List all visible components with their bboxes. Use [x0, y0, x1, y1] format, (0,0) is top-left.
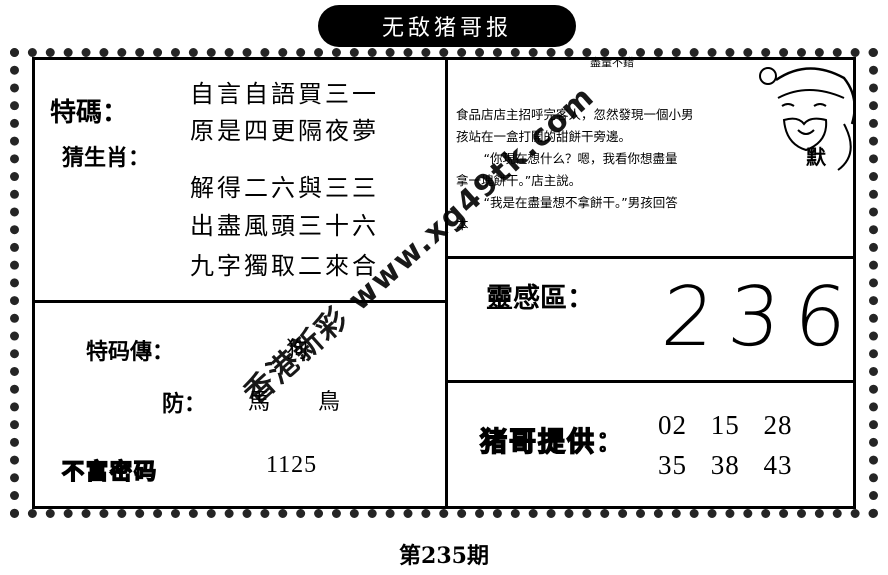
provider-number: 38 — [710, 450, 740, 480]
main-frame — [32, 57, 856, 509]
right-divider-upper — [445, 256, 856, 259]
provider-number: 28 — [763, 410, 793, 440]
budang-label: 不富密码 — [61, 459, 159, 486]
fang-extra: 鳥 — [318, 390, 344, 415]
story-line-1: 食品店店主招呼完客人，忽然發現一個小男 — [456, 107, 694, 122]
verse-line-1: 自言自語買三一 — [190, 80, 379, 108]
verse-line-5: 九字獨取二來合 — [190, 252, 379, 280]
verse-line-3: 解得二六與三三 — [190, 174, 379, 202]
story-line-4: 拿一塊餅干。”店主說。 — [456, 173, 582, 188]
cartoon-label: 默 — [806, 145, 827, 169]
story-text: 食品店店主招呼完客人，忽然發現一個小男 孩站在一盒打開的甜餅干旁邊。 “你現在想… — [456, 104, 776, 236]
story-title: 盡量不錯 — [590, 56, 634, 69]
right-divider-lower — [445, 380, 856, 383]
tema-chuan-label: 特码傳： — [86, 340, 175, 365]
provider-number: 35 — [658, 450, 687, 480]
provider-row-2: 35 38 43 — [658, 450, 809, 481]
inspiration-value: 236 — [658, 270, 864, 365]
tema-label: 特碼： — [50, 98, 129, 128]
provider-number: 43 — [763, 450, 793, 480]
fang-value: 馬 — [248, 390, 274, 415]
provider-number: 15 — [710, 410, 740, 440]
title-text: 无敌猪哥报 — [381, 16, 512, 41]
verse-line-2: 原是四更隔夜夢 — [190, 117, 379, 145]
guess-zodiac-label: 猜生肖： — [62, 146, 151, 171]
fang-label: 防： — [162, 392, 207, 417]
inspiration-label: 靈感區： — [486, 283, 594, 314]
story-line-5: “我是在盡量想不拿餅干。”男孩回答 — [483, 195, 678, 210]
issue-period: 第235期 — [399, 543, 489, 569]
provider-label: 猪哥提供： — [479, 426, 625, 459]
story-line-2: 孩站在一盒打開的甜餅干旁邊。 — [456, 129, 632, 144]
dotted-border — [10, 48, 878, 518]
left-horizontal-divider — [32, 300, 446, 303]
story-line-3: “你現在想什么？嗯，我看你想盡量 — [483, 151, 678, 166]
center-divider — [445, 57, 448, 509]
provider-number: 02 — [658, 410, 687, 440]
story-line-6: 本 — [456, 217, 469, 232]
budang-value: 1125 — [266, 452, 318, 478]
page-title: 无敌猪哥报 — [318, 5, 576, 47]
santa-cartoon-icon: 默 — [759, 67, 856, 171]
verse-line-4: 出盡風頭三十六 — [190, 212, 379, 240]
tema-chuan-value: 狗 — [286, 338, 312, 363]
provider-row-1: 02 15 28 — [658, 410, 809, 441]
